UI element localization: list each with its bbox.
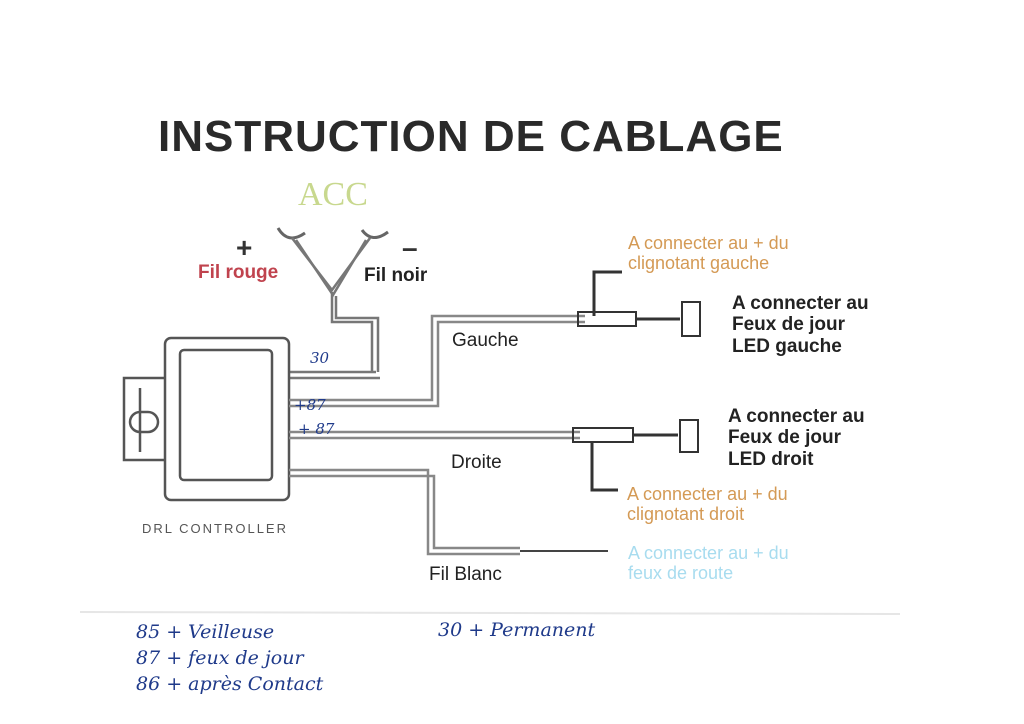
connector-gauche	[577, 270, 701, 337]
note-feux-de-route: A connecter au + du feux de route	[628, 543, 789, 584]
connector-droite	[572, 419, 699, 492]
note-led-droit: A connecter au Feux de jour LED droit	[728, 406, 865, 470]
controller-label: DRL CONTROLLER	[142, 521, 288, 536]
wire-label-droite: Droite	[451, 452, 502, 473]
wire-gauche	[289, 314, 585, 408]
legend-87: 87 + feux de jour	[136, 647, 304, 669]
hand-wire-87-a: +87	[294, 396, 326, 414]
note-clignotant-gauche: A connecter au + du clignotant gauche	[628, 233, 789, 274]
wire-label-fil-blanc: Fil Blanc	[429, 564, 502, 585]
note-clignotant-droit: A connecter au + du clignotant droit	[627, 484, 788, 525]
wire-fil-blanc	[289, 468, 608, 556]
wire-droite	[289, 430, 580, 440]
acc-label: ACC	[298, 176, 368, 213]
hand-wire-87-b: + 87	[298, 420, 335, 438]
fil-noir-label: Fil noir	[364, 265, 428, 286]
hand-wire-30: 30	[310, 349, 330, 367]
fil-rouge-label: Fil rouge	[198, 262, 279, 283]
separator-line	[79, 611, 901, 615]
minus-sign: –	[402, 232, 418, 263]
acc-wires	[290, 237, 380, 380]
legend-86: 86 + après Contact	[136, 673, 324, 695]
legend-85: 85 + Veilleuse	[136, 621, 275, 643]
wire-label-gauche: Gauche	[452, 330, 519, 351]
plus-sign: +	[236, 232, 253, 263]
acc-hooks	[276, 227, 389, 240]
legend-30: 30 + Permanent	[438, 619, 596, 641]
drl-controller-box	[122, 336, 291, 502]
note-led-gauche: A connecter au Feux de jour LED gauche	[732, 293, 869, 357]
page-title: INSTRUCTION DE CABLAGE	[158, 112, 784, 161]
